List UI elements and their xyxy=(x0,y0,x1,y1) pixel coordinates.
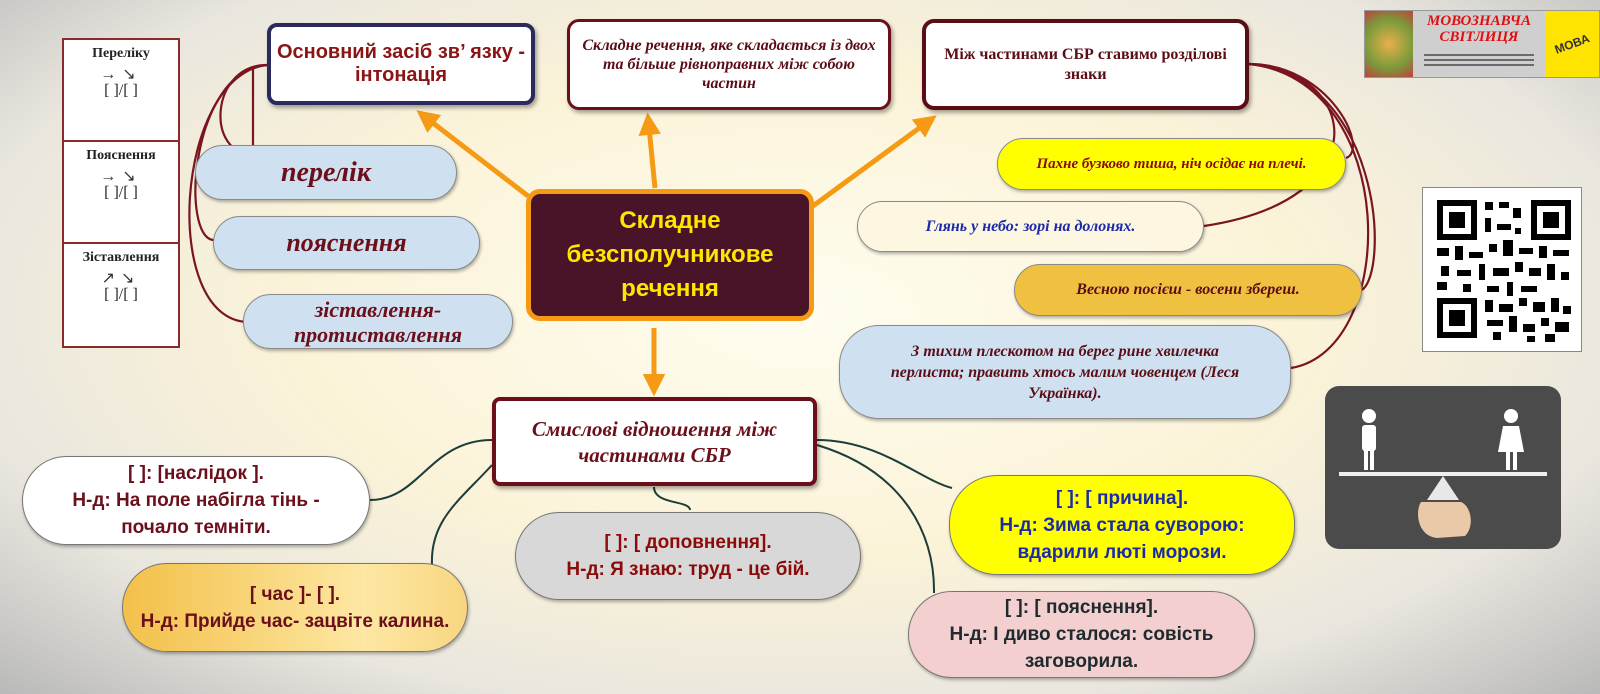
folk-ornament-icon xyxy=(1365,11,1413,77)
type-row-explanation: Пояснення →↘ [ ]/[ ] xyxy=(64,142,178,244)
logo-subtitle-lines xyxy=(1424,51,1534,69)
relation-scheme: [ ]: [наслідок ]. xyxy=(128,463,264,484)
balance-scale-icon xyxy=(1339,409,1547,538)
intonation-arrows-icon: →↘ xyxy=(100,66,142,83)
type-scheme: [ ]/[ ] xyxy=(104,82,138,99)
relation-consequence: [ ]: [наслідок ]. Н-д: На поле набігла т… xyxy=(22,456,370,545)
blog-logo[interactable]: МОВОЗНАВЧА СВІТЛИЦЯ МОВА xyxy=(1364,10,1600,78)
arrow-to-definition xyxy=(638,112,661,189)
intonation-arrows-icon: ↗↘ xyxy=(101,269,141,287)
relation-scheme: [ ]: [ доповнення]. xyxy=(604,532,772,553)
sbr-types-table: Переліку →↘ [ ]/[ ] Пояснення →↘ [ ]/[ ]… xyxy=(62,38,180,348)
intonation-box: Основний засіб зв’ язку - інтонація xyxy=(267,23,535,105)
example-enumeration: Пахне бузково тиша, ніч осідає на плечі. xyxy=(997,138,1346,190)
mova-badge: МОВА xyxy=(1552,31,1592,57)
type-name: Пояснення xyxy=(86,147,156,163)
intonation-arrows-icon: →↘ xyxy=(100,167,142,185)
equality-scales-illustration xyxy=(1325,386,1561,549)
type-name: Переліку xyxy=(92,46,150,61)
qr-code[interactable] xyxy=(1422,187,1582,352)
relation-example: Н-д: Я знаю: труд - це бій. xyxy=(566,559,810,580)
relation-example: Н-д: Зима стала суворою: вдарили люті мо… xyxy=(999,514,1245,563)
arrow-to-punctuation xyxy=(811,115,937,209)
relation-scheme: [ час ]- [ ]. xyxy=(249,583,341,605)
relation-example: Н-д: І диво сталося: совість заговорила. xyxy=(949,624,1214,672)
definition-box: Складне речення, яке складається із двох… xyxy=(567,19,891,110)
relation-complement: [ ]: [ доповнення]. Н-д: Я знаю: труд - … xyxy=(515,512,861,600)
example-explanation: Глянь у небо: зорі на долонях. xyxy=(857,201,1204,252)
logo-title: МОВОЗНАВЧА СВІТЛИЦЯ xyxy=(1427,13,1531,45)
central-topic: Складне безсполучникове речення xyxy=(526,189,814,321)
type-row-comparison: Зіставлення ↗↘ [ ]/[ ] xyxy=(64,244,178,346)
example-comparison: Весною посієш - восени збереш. xyxy=(1014,264,1362,316)
relation-scheme: [ ]: [ причина]. xyxy=(1055,487,1189,509)
relation-example: Н-д: Прийде час- зацвіте калина. xyxy=(140,610,450,632)
relation-explanation: [ ]: [ пояснення]. Н-д: І диво сталося: … xyxy=(908,591,1255,678)
punctuation-box: Між частинами СБР ставимо розділові знак… xyxy=(922,19,1249,110)
relation-time: [ час ]- [ ]. Н-д: Прийде час- зацвіте к… xyxy=(122,563,468,652)
relation-cause: [ ]: [ причина]. Н-д: Зима стала суворою… xyxy=(949,475,1295,575)
relation-example: Н-д: На поле набігла тінь - почало темні… xyxy=(72,490,320,538)
example-enumeration-2: З тихим плескотом на берег рине хвилечка… xyxy=(839,325,1291,419)
type-scheme: [ ]/[ ] xyxy=(104,183,138,201)
means-comparison: зіставлення-протиставлення xyxy=(243,294,513,349)
qr-code-icon xyxy=(1437,200,1571,342)
type-row-enumeration: Переліку →↘ [ ]/[ ] xyxy=(64,40,178,142)
means-explanation: пояснення xyxy=(213,216,480,270)
type-name: Зіставлення xyxy=(82,249,160,265)
type-scheme: [ ]/[ ] xyxy=(104,285,138,303)
relations-box: Смислові відношення між частинами СБР xyxy=(492,397,817,486)
means-enumeration: перелік xyxy=(195,145,457,200)
relation-scheme: [ ]: [ пояснення]. xyxy=(1004,597,1159,618)
arrow-to-intonation xyxy=(416,110,530,198)
